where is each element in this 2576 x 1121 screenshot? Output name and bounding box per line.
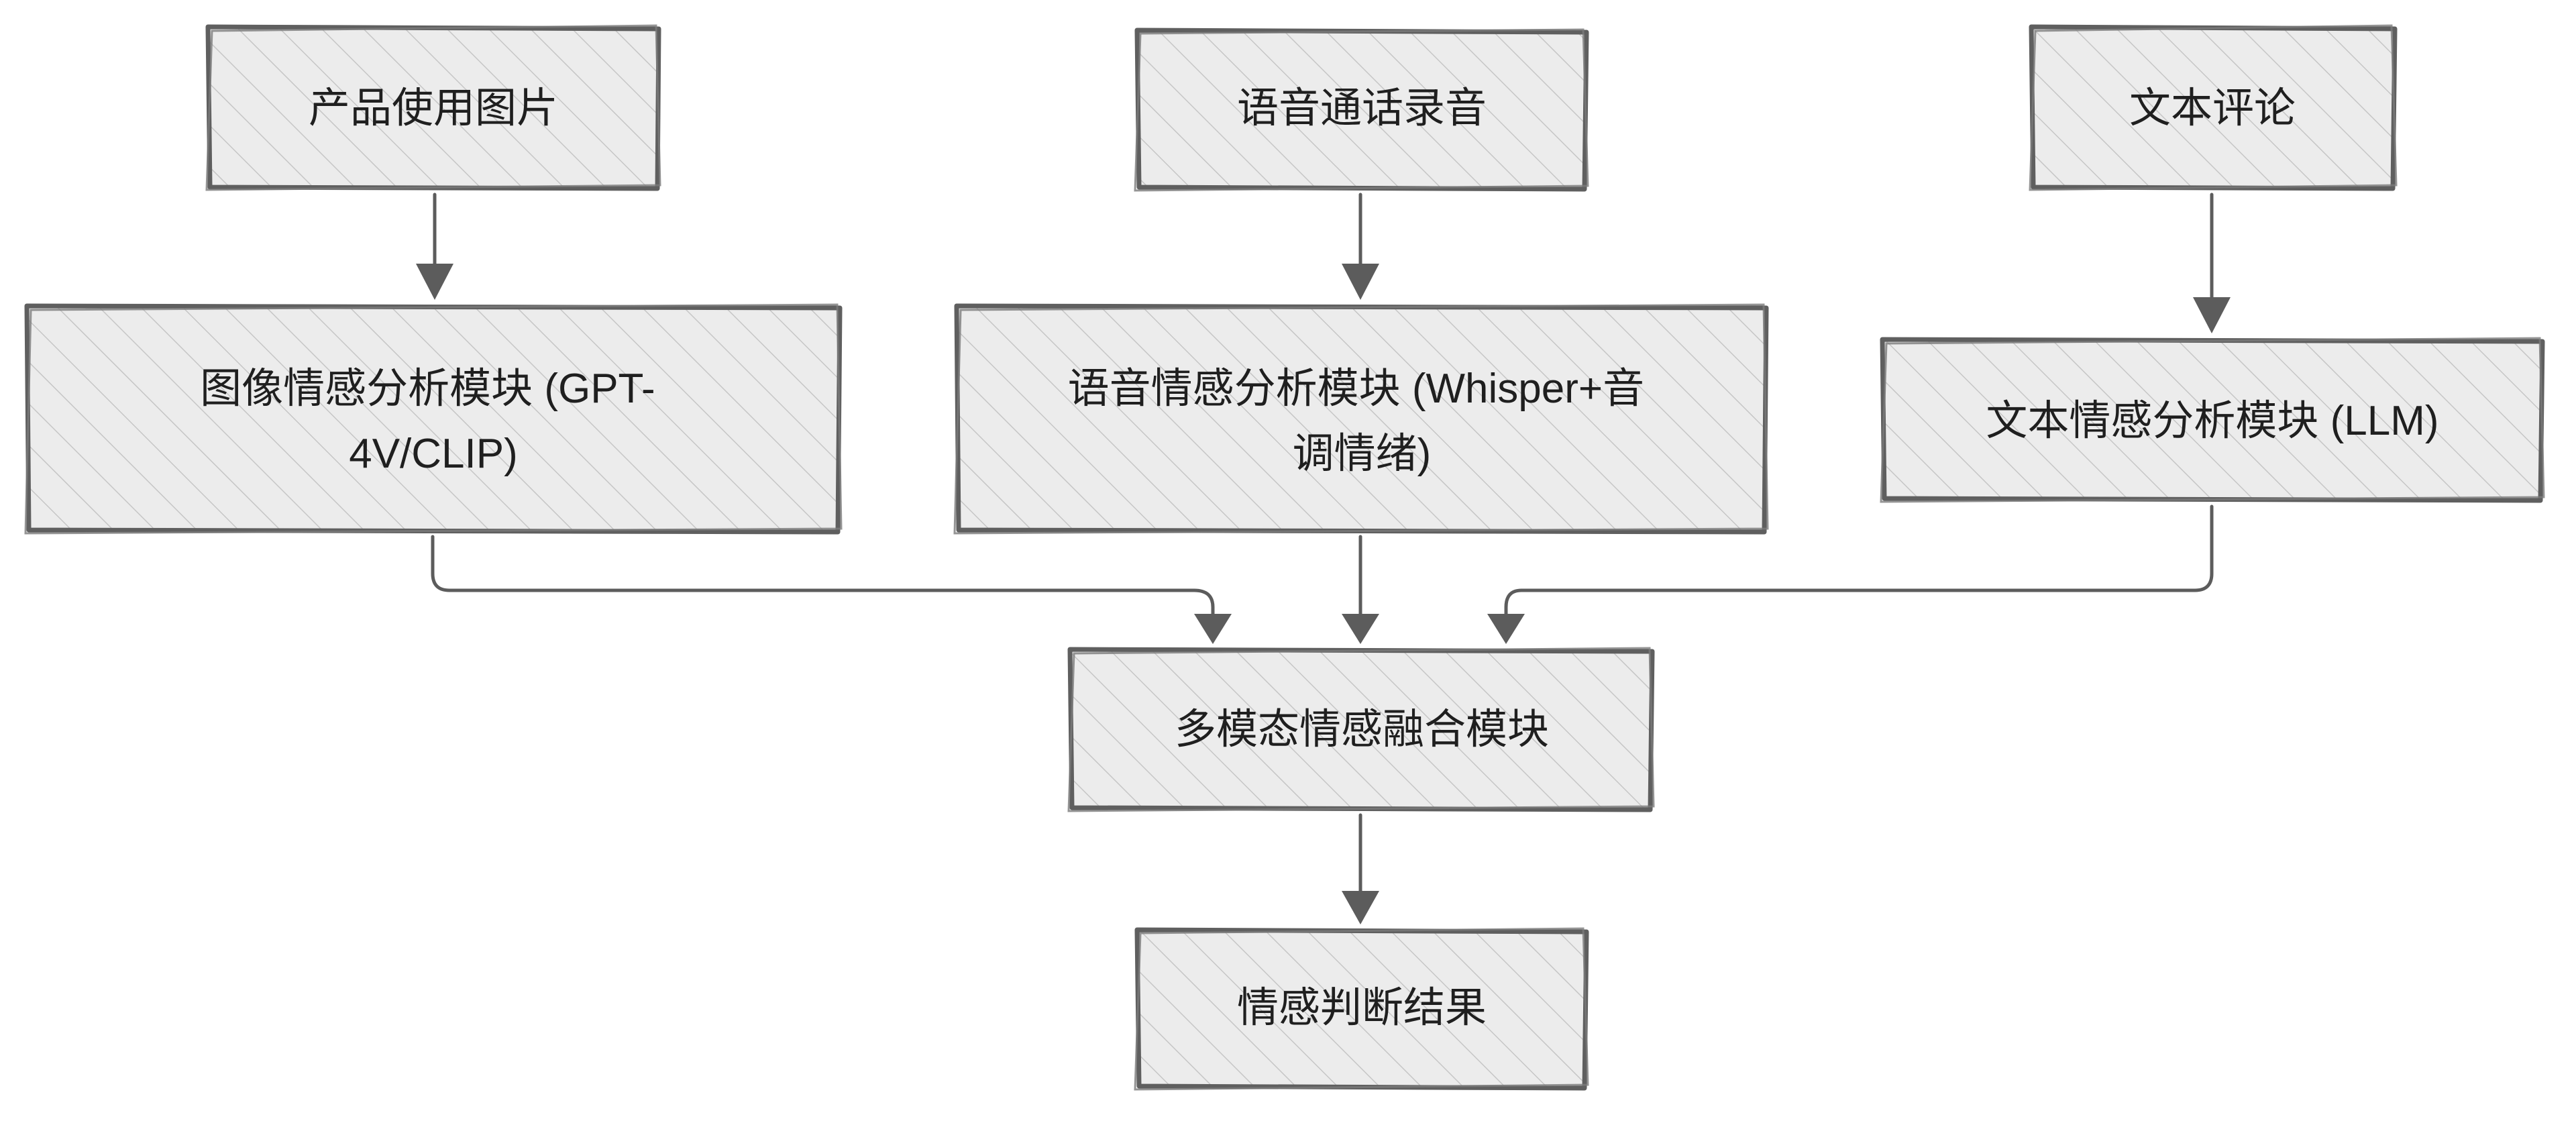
node-text-review-input: 文本评论: [2029, 24, 2398, 191]
node-product-image-input: 产品使用图片: [205, 24, 661, 191]
arrowhead-fusion-left: [1194, 614, 1232, 644]
edge-image-module-to-fusion: [431, 535, 1215, 618]
node-voice-sentiment-module: 语音情感分析模块 (Whisper+音 调情绪): [953, 303, 1769, 535]
svg-text:图像情感分析模块 (GPT- 4V/CLIP): 图像情感分析模块 (GPT- 4V/CLIP): [200, 366, 667, 477]
node-fusion-module: 多模态情感融合模块: [1067, 647, 1655, 812]
label-line-1: 语音情感分析模块 (Whisper+音: [1068, 366, 1644, 412]
svg-text:产品使用图片: 产品使用图片: [309, 85, 558, 131]
label-line-2: 调情绪): [1293, 431, 1432, 477]
svg-text:语音通话录音: 语音通话录音: [1237, 85, 1487, 131]
svg-text:文本评论: 文本评论: [2129, 85, 2296, 131]
arrowhead-result: [1342, 891, 1379, 924]
label-line-1: 图像情感分析模块 (GPT-: [200, 366, 655, 412]
svg-text:文本情感分析模块 (LLM): 文本情感分析模块 (LLM): [1986, 398, 2438, 444]
label-line: 文本情感分析模块 (LLM): [1986, 398, 2438, 444]
label-line: 语音通话录音: [1237, 85, 1487, 131]
label-line: 情感判断结果: [1237, 985, 1487, 1031]
arrowhead-voice-module: [1342, 264, 1379, 300]
svg-text:多模态情感融合模块: 多模态情感融合模块: [1175, 706, 1549, 753]
node-text-sentiment-module: 文本情感分析模块 (LLM): [1880, 337, 2545, 503]
label-line: 多模态情感融合模块: [1175, 706, 1549, 753]
arrowhead-image-module: [416, 264, 453, 300]
arrowhead-text-module: [2193, 297, 2231, 333]
node-sentiment-result: 情感判断结果: [1134, 927, 1589, 1091]
connectors: [431, 193, 2214, 894]
arrowhead-fusion-center: [1342, 614, 1379, 644]
label-line-2: 4V/CLIP): [349, 431, 518, 477]
arrowheads: [416, 264, 2231, 924]
svg-text:情感判断结果: 情感判断结果: [1237, 985, 1487, 1031]
arrowhead-fusion-right: [1487, 614, 1525, 644]
label-line: 文本评论: [2129, 85, 2296, 131]
label-line: 产品使用图片: [309, 85, 558, 131]
svg-text:语音情感分析模块 (Whisper+音 调情绪): 语音情感分析模块 (Whisper+音 调情绪): [1068, 366, 1656, 477]
edge-text-module-to-fusion: [1504, 504, 2214, 618]
node-image-sentiment-module: 图像情感分析模块 (GPT- 4V/CLIP): [24, 303, 843, 535]
node-voice-recording-input: 语音通话录音: [1134, 28, 1589, 192]
